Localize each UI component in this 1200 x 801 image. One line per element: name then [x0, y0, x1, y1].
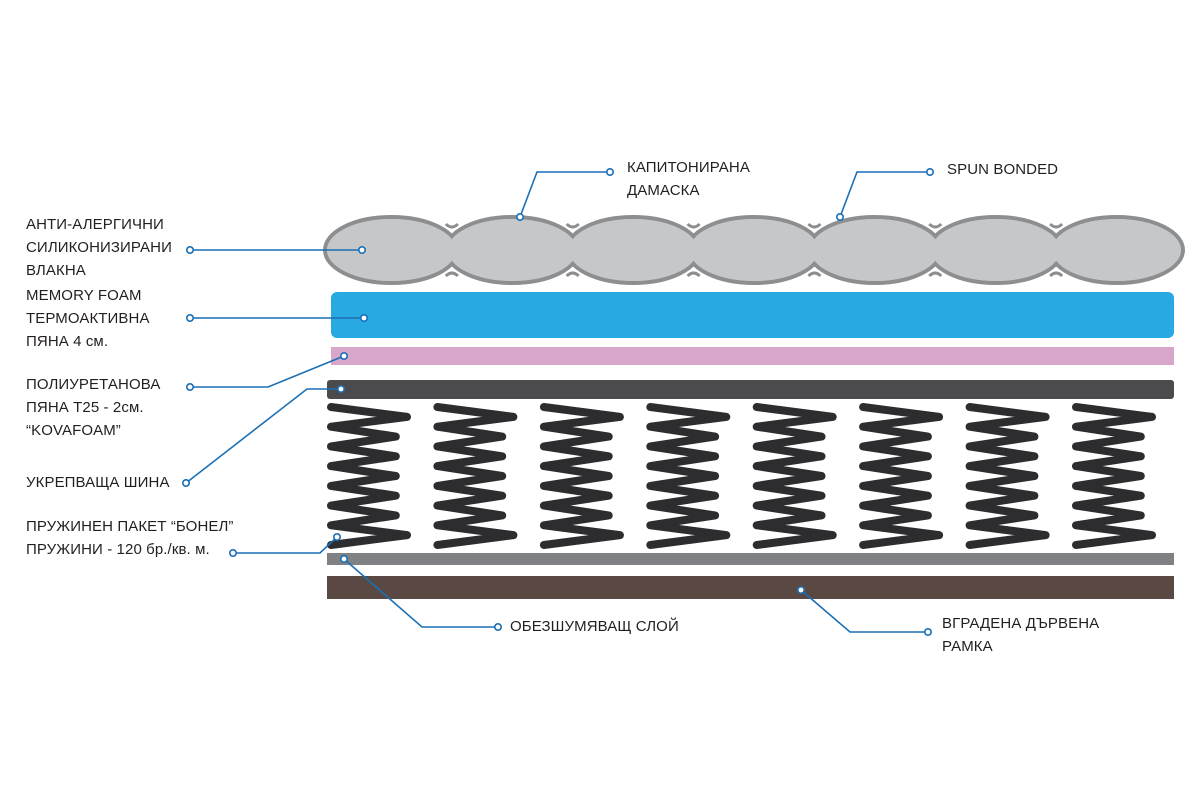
leader-bonnell: [233, 536, 338, 554]
spring: [965, 403, 1050, 549]
spring: [646, 403, 731, 549]
label-line: ПЯНА T25 - 2см.: [26, 399, 144, 416]
spring-coil: [433, 403, 518, 549]
quilt-seam: [686, 222, 701, 278]
dot-bonnell-end: [332, 532, 341, 541]
quilt-pillow-fill: [568, 219, 698, 281]
dot-noise-end: [339, 554, 348, 563]
quilt-seam: [444, 222, 459, 278]
leader-pu-foam: [190, 355, 345, 388]
label-rail: УКРЕПВАЩА ШИНА: [26, 471, 170, 494]
spring: [752, 403, 837, 549]
leader-spun-bonded: [839, 171, 930, 218]
quilted-damask-layer: [323, 215, 1185, 285]
label-anti-allergic: АНТИ-АЛЕРГИЧНИ СИЛИКОНИЗИРАНИ ВЛАКНА: [26, 213, 172, 282]
label-line: “KOVAFOAM”: [26, 422, 121, 439]
memory-foam-layer: [331, 292, 1174, 338]
dot-rail-label: [182, 478, 191, 487]
label-spun-bonded: SPUN BONDED: [947, 158, 1058, 181]
leader-rail: [185, 388, 341, 484]
label-quilted-damask: КАПИТОНИРАНА ДАМАСКА: [627, 156, 750, 202]
spring-coil: [646, 403, 731, 549]
label-line: ДАМАСКА: [627, 182, 700, 199]
label-line: ПОЛИУРЕТАНОВА: [26, 376, 161, 393]
leader-wood-frame: [800, 589, 928, 633]
quilt-pillow-fill: [1052, 219, 1181, 281]
reinforcing-rail: [327, 380, 1174, 399]
dot-noise-label: [493, 622, 502, 631]
dot-damask-label: [605, 168, 614, 177]
label-line: ПРУЖИНЕН ПАКЕТ “БОНЕЛ”: [26, 518, 234, 535]
dot-wood-end: [796, 585, 805, 594]
quilt-seam: [807, 222, 822, 278]
label-line: ТЕРМОАКТИВНА: [26, 310, 150, 327]
dot-wood-label: [923, 627, 932, 636]
dot-pu-end: [339, 351, 348, 360]
dot-bonnell-label: [229, 548, 238, 557]
label-line: ПРУЖИНИ - 120 бр./кв. м.: [26, 541, 210, 558]
leader-quilted-damask: [519, 171, 610, 218]
label-line: ОБЕЗШУМЯВАЩ СЛОЙ: [510, 618, 679, 635]
spring-coil: [965, 403, 1050, 549]
quilt-pillow-fill: [327, 219, 456, 281]
spring-coil: [752, 403, 837, 549]
noise-damping-layer: [327, 553, 1174, 565]
dot-rail-end: [336, 384, 345, 393]
wooden-frame-layer: [327, 576, 1174, 599]
dot-memory-label: [186, 313, 195, 322]
label-line: КАПИТОНИРАНА: [627, 159, 750, 176]
spring: [539, 403, 624, 549]
spring-coil: [859, 403, 944, 549]
quilt-pillow-fill: [810, 219, 940, 281]
dot-memory-end: [359, 313, 368, 322]
label-bonnell: ПРУЖИНЕН ПАКЕТ “БОНЕЛ” ПРУЖИНИ - 120 бр.…: [26, 515, 234, 561]
quilt-seam: [565, 222, 580, 278]
dot-anti-end: [357, 246, 366, 255]
label-line: СИЛИКОНИЗИРАНИ: [26, 239, 172, 256]
spring-coil: [539, 403, 624, 549]
label-wood-frame: ВГРАДЕНА ДЪРВЕНА РАМКА: [942, 612, 1099, 658]
leader-noise-layer: [343, 558, 498, 628]
quilt-pillow-fill: [447, 219, 577, 281]
label-line: ВЛАКНА: [26, 262, 86, 279]
label-line: УКРЕПВАЩА ШИНА: [26, 474, 170, 491]
dot-damask-end: [515, 213, 524, 222]
spring-coil: [327, 403, 411, 549]
label-line: ВГРАДЕНА ДЪРВЕНА: [942, 615, 1100, 632]
label-line: РАМКА: [942, 638, 993, 655]
label-noise-layer: ОБЕЗШУМЯВАЩ СЛОЙ: [510, 615, 679, 638]
dot-anti-label: [186, 246, 195, 255]
spring: [1072, 403, 1156, 549]
quilt-seam: [1049, 222, 1064, 278]
quilt-pillow-fill: [689, 219, 819, 281]
label-line: SPUN BONDED: [947, 161, 1059, 178]
quilt-pillow-fill: [931, 219, 1061, 281]
label-line: MEMORY FOAM: [26, 287, 142, 304]
bonnell-spring-unit: [327, 403, 1156, 549]
spring: [327, 403, 411, 549]
label-line: ПЯНА 4 см.: [26, 333, 109, 350]
spring-coil: [1072, 403, 1156, 549]
label-line: АНТИ-АЛЕРГИЧНИ: [26, 216, 164, 233]
dot-spun-end: [835, 213, 844, 222]
spring: [433, 403, 518, 549]
polyurethane-foam-layer: [331, 347, 1174, 365]
quilt-seam: [928, 222, 943, 278]
label-pu-foam: ПОЛИУРЕТАНОВА ПЯНА T25 - 2см. “KOVAFOAM”: [26, 373, 160, 442]
dot-pu-label: [186, 382, 195, 391]
dot-spun-label: [925, 168, 934, 177]
spring: [859, 403, 944, 549]
label-memory-foam: MEMORY FOAM ТЕРМОАКТИВНА ПЯНА 4 см.: [26, 284, 150, 353]
